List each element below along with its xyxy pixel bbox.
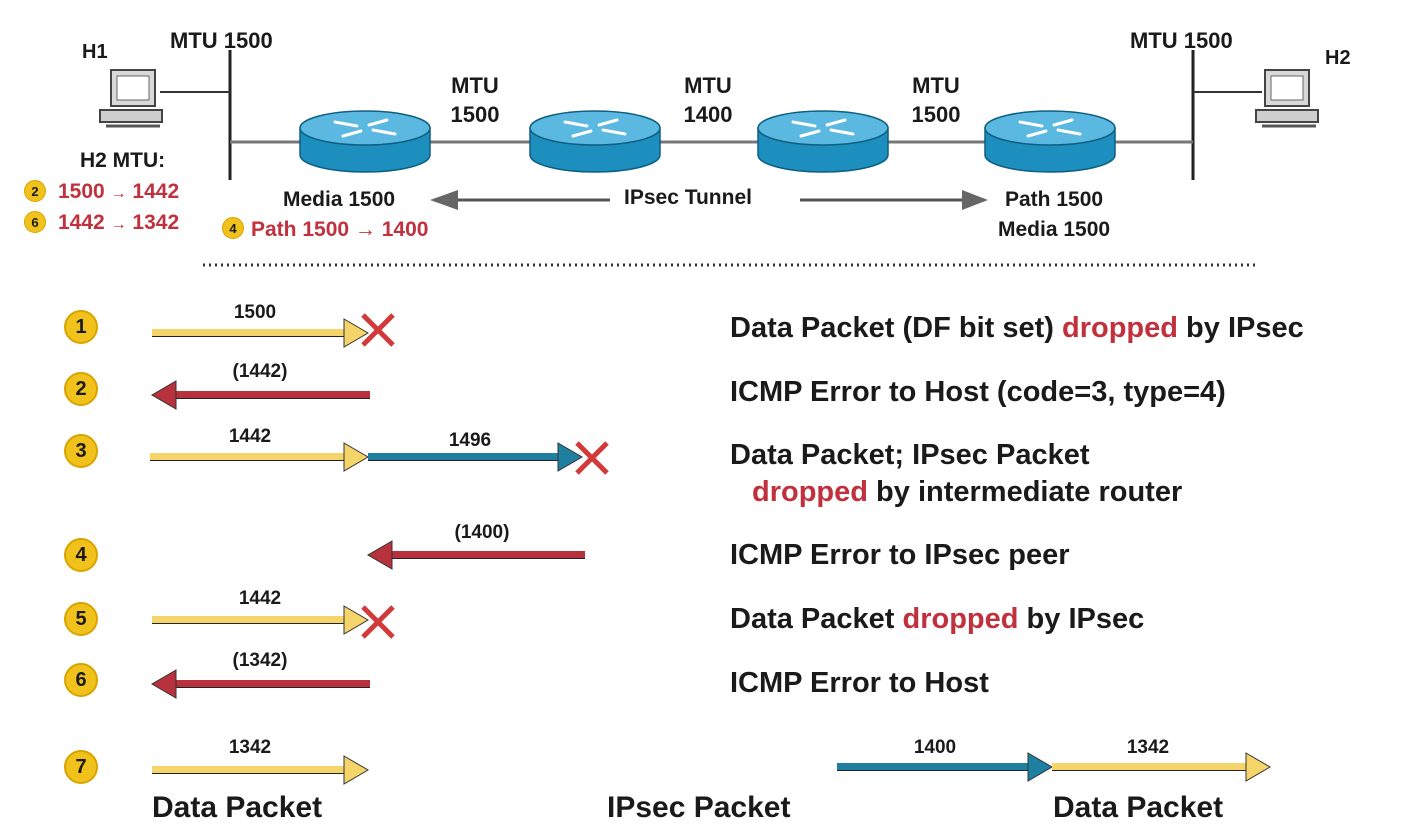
step-1-drop-x: [361, 313, 395, 347]
left-path-badge-4: 4: [222, 217, 244, 239]
step-5-description: Data Packet dropped by IPsec: [730, 605, 1144, 634]
step-1-badge: 1: [64, 310, 98, 344]
step-5-size-label: 1442: [238, 588, 282, 609]
right-path-label: Path 1500: [1005, 188, 1104, 211]
router-icon-2: [529, 110, 661, 173]
step-6-icmp-arrow: [151, 669, 370, 699]
step-5-drop-x: [361, 605, 395, 639]
step-1-desc-tail: by IPsec: [1177, 312, 1304, 344]
step-3-desc-dropped: dropped: [752, 476, 868, 508]
step-4-icmp-arrow: [367, 540, 585, 570]
step-1-data-arrow: [152, 318, 369, 348]
router-icon-1: [299, 110, 431, 173]
legend-data-packet-left: Data Packet: [152, 791, 323, 824]
h2-mtu-badge-6: 6: [24, 211, 46, 233]
step-2-description: ICMP Error to Host (code=3, type=4): [730, 378, 1226, 407]
router-icon-3: [757, 110, 889, 173]
tunnel-arrow-right-head: [962, 190, 988, 210]
step-7-size-label-ipsec: 1400: [913, 737, 957, 758]
right-mtu-label: MTU 1500: [1130, 28, 1233, 53]
step-7-data-arrow-left: [152, 755, 369, 785]
link3-mtu-line2: 1500: [911, 102, 961, 127]
step-1-size-label: 1500: [233, 302, 277, 323]
step-3-ipsec-arrow: [368, 442, 583, 472]
step-5-desc-tail: by IPsec: [1018, 603, 1145, 635]
tunnel-arrow-left-head: [430, 190, 458, 210]
step-5-data-arrow: [152, 605, 369, 635]
step-4-desc-text: ICMP Error to IPsec peer: [730, 539, 1070, 571]
step-7-badge: 7: [64, 750, 98, 784]
h2-mtu-row-2-from: 1442: [58, 211, 105, 234]
h2-mtu-row-2: 1442 → 1342: [58, 212, 179, 233]
left-media-label: Media 1500: [283, 188, 396, 211]
h2-mtu-badge-2: 2: [24, 180, 46, 202]
step-2-desc-text: ICMP Error to Host (code=3, type=4): [730, 376, 1226, 408]
step-1-desc-dropped: dropped: [1061, 312, 1178, 344]
step-4-size-label: (1400): [454, 522, 510, 543]
legend-data-packet-right: Data Packet: [1053, 791, 1224, 824]
step-7-ipsec-arrow: [837, 752, 1053, 782]
link2-mtu-line2: 1400: [683, 102, 733, 127]
step-3-badge: 3: [64, 434, 98, 468]
h1-computer-icon: [99, 69, 163, 128]
step-5-badge: 5: [64, 602, 98, 636]
h2-label: H2: [1325, 47, 1351, 69]
step-1-desc-text: Data Packet (DF bit set): [730, 312, 1062, 344]
h2-mtu-row-2-arrow: →: [110, 216, 127, 233]
h2-mtu-row-1-from: 1500: [58, 180, 105, 203]
step-2-size-label: (1442): [232, 361, 288, 382]
ipsec-tunnel-label: IPsec Tunnel: [624, 186, 752, 209]
router-icon-4: [984, 110, 1116, 173]
step-3-data-arrow: [150, 442, 369, 472]
left-path-label: Path 1500 → 1400: [251, 218, 429, 241]
h2-computer-icon: [1255, 69, 1319, 128]
step-2-badge: 2: [64, 372, 98, 406]
step-4-badge: 4: [64, 538, 98, 572]
h2-mtu-row-1-to: 1442: [132, 180, 180, 203]
link1-mtu-line1: MTU: [451, 73, 499, 98]
step-3-size-label-data: 1442: [228, 426, 272, 447]
step-4-description: ICMP Error to IPsec peer: [730, 541, 1070, 570]
h2-mtu-title: H2 MTU:: [80, 149, 166, 172]
link1-mtu-line2: 1500: [450, 102, 500, 127]
h1-label: H1: [82, 41, 108, 63]
step-3-description-line2: dropped by intermediate router: [752, 478, 1182, 507]
step-5-desc-text: Data Packet: [730, 603, 903, 635]
step-3-desc-tail: by intermediate router: [868, 476, 1183, 508]
step-3-description-line1: Data Packet; IPsec Packet: [730, 439, 1090, 471]
h2-mtu-row-1: 1500 → 1442: [58, 181, 179, 202]
step-6-description: ICMP Error to Host: [730, 669, 989, 698]
step-3-size-label-ipsec: 1496: [448, 430, 492, 451]
step-5-desc-dropped: dropped: [902, 603, 1019, 635]
step-7-size-label-right: 1342: [1126, 737, 1170, 758]
right-media-label: Media 1500: [998, 218, 1111, 241]
step-6-size-label: (1342): [232, 650, 288, 671]
step-1-description: Data Packet (DF bit set) dropped by IPse…: [730, 314, 1304, 343]
link3-mtu-line1: MTU: [912, 73, 960, 98]
h2-mtu-row-2-to: 1342: [132, 211, 180, 234]
step-7-size-label-left: 1342: [228, 737, 272, 758]
step-3-drop-x: [575, 441, 609, 475]
legend-ipsec-packet: IPsec Packet: [607, 791, 791, 824]
step-2-icmp-arrow: [151, 380, 370, 410]
network-topology: [99, 50, 1319, 267]
link2-mtu-line1: MTU: [684, 73, 732, 98]
step-7-data-arrow-right: [1052, 752, 1271, 782]
step-6-badge: 6: [64, 663, 98, 697]
step-6-desc-text: ICMP Error to Host: [730, 667, 989, 699]
left-mtu-label: MTU 1500: [170, 28, 273, 53]
h2-mtu-row-1-arrow: →: [110, 185, 127, 202]
